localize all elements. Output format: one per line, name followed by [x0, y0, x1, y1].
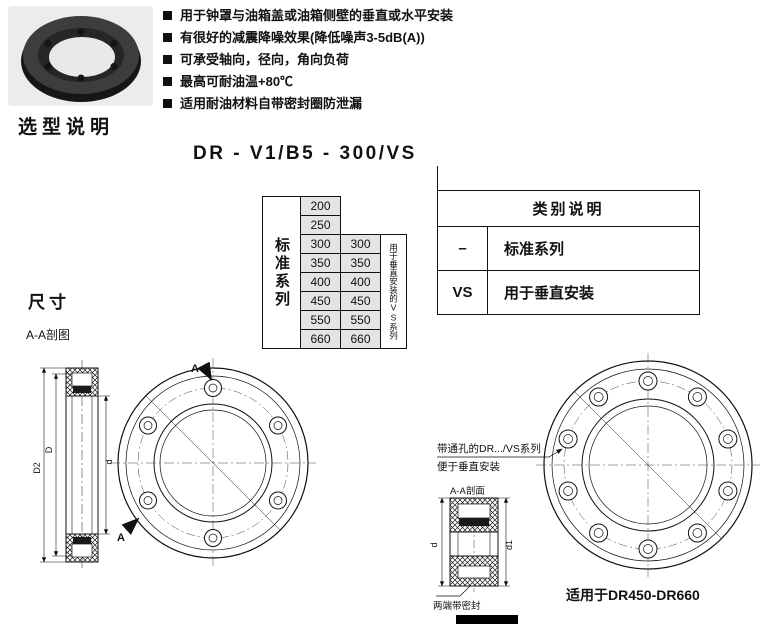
section-cut-arrow-top [197, 361, 212, 381]
vs-note-line1: 带通孔的DR.../VS系列 [437, 443, 541, 455]
vs-section-detail [436, 492, 510, 597]
series-cell: 350 [300, 253, 341, 273]
feature-list: 用于钟罩与油箱盖或油箱侧壁的垂直或水平安装 有很好的减震降噪效果(降低噪声3-5… [163, 8, 763, 118]
series-cell: 660 [300, 329, 341, 349]
dim-label-D: D [44, 446, 54, 453]
code-connector-line [437, 166, 438, 190]
dimensions-heading: 尺寸 [28, 293, 70, 312]
dim-label-d-detail: d [429, 542, 439, 547]
dim-label-d: d [104, 459, 114, 464]
category-desc-cell: 用于垂直安装 [487, 270, 700, 315]
series-cell: 300 [300, 234, 341, 254]
category-code-cell: VS [437, 270, 488, 315]
empty-cell [341, 216, 407, 235]
bolt-holes-standard [139, 379, 287, 547]
detail-section-title: A-A剖面 [449, 483, 486, 497]
empty-cell [341, 197, 407, 216]
category-table: 类别说明 – 标准系列 VS 用于垂直安装 [437, 190, 700, 315]
damping-ring-image [8, 6, 153, 106]
seal-note: 两端带密封 [433, 601, 481, 612]
series-cell: 300 [340, 234, 381, 254]
category-table-header: 类别说明 [437, 190, 700, 227]
section-view-label: A-A剖图 [26, 328, 71, 342]
series-table: 标准系列 200 250 300 300 用于垂直安装的VS系列 350 350… [262, 196, 407, 349]
vs-note-leader-line [437, 448, 563, 458]
product-photo [8, 6, 153, 111]
bullet-text: 有很好的减震降噪效果(降低噪声3-5dB(A)) [180, 30, 425, 45]
category-desc-cell: 标准系列 [487, 226, 700, 271]
ring-section-drawing [40, 360, 110, 570]
series-cell: 400 [300, 272, 341, 292]
ordering-code: DR - V1/B5 - 300/VS [193, 143, 417, 164]
bullet-text: 可承受轴向，径向，角向负荷 [180, 52, 350, 67]
series-cell: 550 [340, 310, 381, 330]
series-cell: 250 [300, 215, 341, 235]
series-cell: 550 [300, 310, 341, 330]
square-bullet-icon [163, 11, 172, 20]
bullet-text: 最高可耐油温+80℃ [180, 74, 294, 89]
list-item: 可承受轴向，径向，角向负荷 [163, 52, 763, 67]
dim-label-d1-detail: d1 [504, 540, 514, 550]
series-cell: 200 [300, 196, 341, 216]
bullet-text: 适用耐油材料自带密封圈防泄漏 [180, 96, 363, 111]
list-item: 最高可耐油温+80℃ [163, 74, 763, 89]
selection-heading: 选型说明 [18, 117, 115, 138]
series-cell: 400 [340, 272, 381, 292]
list-item: 适用耐油材料自带密封圈防泄漏 [163, 96, 763, 111]
square-bullet-icon [163, 99, 172, 108]
technical-drawings: D2 D d A A [32, 353, 760, 597]
series-cell: 450 [340, 291, 381, 311]
series-row-label: 标准系列 [262, 196, 301, 349]
list-item: 有很好的减震降噪效果(降低噪声3-5dB(A)) [163, 30, 763, 45]
vs-note-line2: 便于垂直安装 [437, 461, 500, 473]
series-cell: 450 [300, 291, 341, 311]
bolt-holes-vs [558, 371, 738, 559]
series-cell: 350 [340, 253, 381, 273]
section-marker-A-top: A [191, 363, 199, 375]
square-bullet-icon [163, 77, 172, 86]
list-item: 用于钟罩与油箱盖或油箱侧壁的垂直或水平安装 [163, 8, 763, 23]
section-marker-A-bottom: A [117, 532, 125, 544]
square-bullet-icon [163, 55, 172, 64]
applies-note: 适用于DR450-DR660 [566, 587, 700, 603]
series-side-note: 用于垂直安装的VS系列 [380, 234, 407, 349]
series-cell: 660 [340, 329, 381, 349]
category-code-cell: – [437, 226, 488, 271]
page-edge-mark [456, 615, 518, 624]
square-bullet-icon [163, 33, 172, 42]
section-cut-arrow-bottom [121, 517, 140, 535]
flange-drawing-vs [536, 353, 760, 577]
dim-label-D2: D2 [32, 462, 42, 474]
bullet-text: 用于钟罩与油箱盖或油箱侧壁的垂直或水平安装 [180, 8, 454, 23]
